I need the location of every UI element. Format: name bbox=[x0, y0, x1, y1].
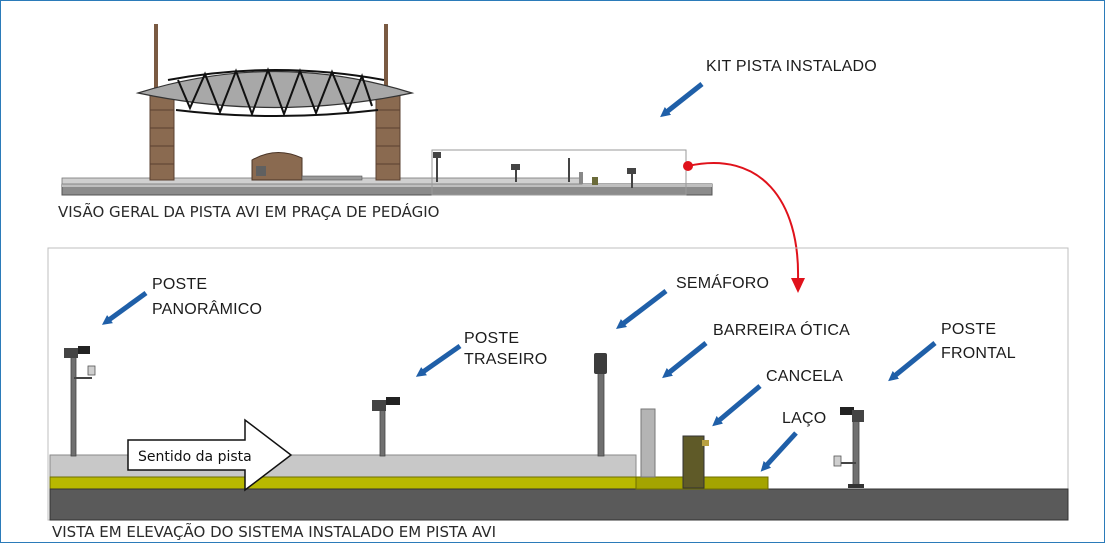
label-poste-traseiro: POSTE TRASEIRO bbox=[464, 330, 547, 368]
label-cancela: CANCELA bbox=[766, 368, 843, 385]
callout-arrow-icon bbox=[760, 431, 798, 472]
kit-mini-posts bbox=[433, 152, 636, 188]
label-kit-pista: KIT PISTA INSTALADO bbox=[706, 58, 877, 75]
callout-arrow-icon bbox=[660, 82, 704, 118]
canopy-column-left bbox=[149, 91, 175, 181]
label-barreira-otica: BARREIRA ÓTICA bbox=[713, 320, 850, 339]
kit-box bbox=[431, 149, 687, 196]
canopy-column-right bbox=[375, 91, 401, 181]
road-surface bbox=[49, 488, 1069, 521]
label-poste-panoramico: POSTE PANORÂMICO bbox=[152, 276, 262, 318]
barreira-otica bbox=[640, 408, 656, 478]
semaforo bbox=[594, 353, 607, 457]
elevation-caption: VISTA EM ELEVAÇÃO DO SISTEMA INSTALADO E… bbox=[52, 522, 496, 541]
callout-arrow-icon bbox=[616, 289, 668, 330]
poste-traseiro bbox=[372, 397, 400, 457]
label-laco: LAÇO bbox=[782, 410, 826, 427]
cancela bbox=[682, 435, 709, 489]
poste-frontal bbox=[833, 407, 864, 488]
overview-caption: VISÃO GERAL DA PISTA AVI EM PRAÇA DE PED… bbox=[58, 202, 439, 221]
callout-arrow-icon bbox=[415, 343, 462, 377]
direction-arrow-icon bbox=[127, 418, 293, 492]
poste-panoramico bbox=[64, 346, 96, 457]
connector-arrow-icon bbox=[687, 162, 800, 281]
callout-arrow-icon bbox=[712, 384, 762, 427]
callout-arrow-icon bbox=[662, 341, 708, 379]
callout-arrow-icon bbox=[101, 290, 148, 325]
callout-arrow-icon bbox=[888, 341, 937, 382]
toll-plaza-overview bbox=[61, 24, 713, 196]
label-semaforo: SEMÁFORO bbox=[676, 273, 769, 292]
label-poste-frontal: POSTE FRONTAL bbox=[941, 321, 1016, 362]
canopy-truss bbox=[167, 67, 385, 117]
direction-label: Sentido da pista bbox=[138, 449, 252, 465]
